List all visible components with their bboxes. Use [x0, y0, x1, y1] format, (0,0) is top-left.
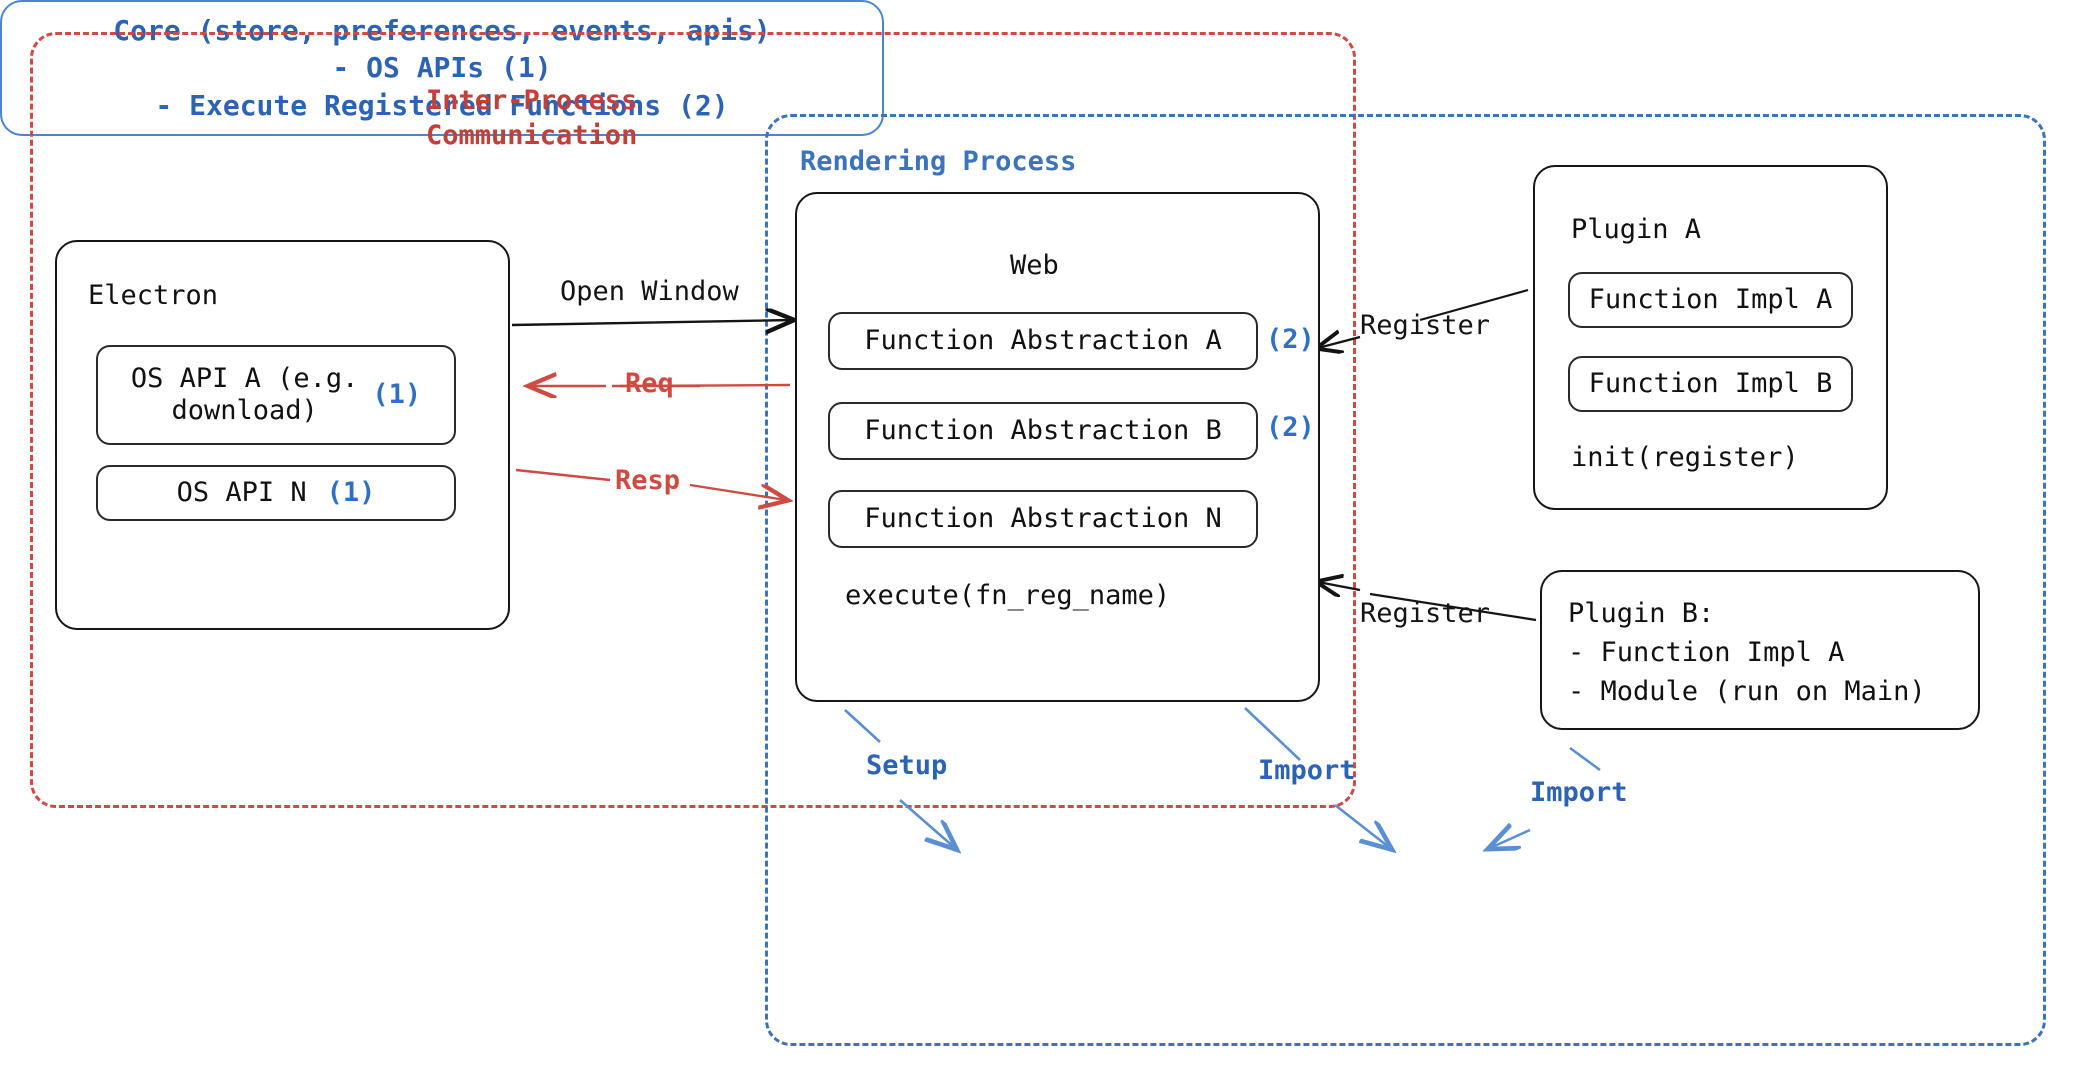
function-impl-a-box[interactable]: Function Impl A	[1568, 272, 1853, 328]
os-api-a-box[interactable]: OS API A (e.g. download) (1)	[96, 345, 456, 445]
edge-label-resp: Resp	[615, 465, 681, 496]
edge-label-open-window: Open Window	[560, 276, 739, 307]
os-api-n-box[interactable]: OS API N (1)	[96, 465, 456, 521]
edge-label-import-web: Import	[1258, 755, 1356, 786]
edge-label-req: Req	[625, 368, 674, 399]
os-api-n-marker: (1)	[326, 477, 376, 509]
ipc-group-label: Inter-Process Communication	[426, 85, 638, 151]
os-api-a-label: OS API A (e.g. download)	[130, 363, 359, 426]
plugin-a-init-label: init(register)	[1571, 442, 1799, 473]
electron-title: Electron	[88, 280, 219, 311]
function-abstraction-n-box[interactable]: Function Abstraction N	[828, 490, 1258, 548]
core-text: Core (store, preferences, events, apis) …	[113, 13, 771, 122]
plugin-b-text: Plugin B: - Function Impl A - Module (ru…	[1568, 598, 1926, 707]
function-abstraction-a-box[interactable]: Function Abstraction A	[828, 312, 1258, 370]
web-title: Web	[1010, 250, 1059, 281]
function-abstraction-b-box[interactable]: Function Abstraction B	[828, 402, 1258, 460]
plugin-a-title: Plugin A	[1571, 214, 1702, 245]
plugin-b-box[interactable]	[1540, 570, 1980, 730]
rendering-process-group-label: Rendering Process	[800, 146, 1077, 177]
edge-label-register-plugin-b: Register	[1360, 598, 1491, 629]
rendering-process-group-boundary	[765, 114, 2046, 1046]
function-impl-b-box[interactable]: Function Impl B	[1568, 356, 1853, 412]
ipc-group-boundary	[30, 32, 1356, 808]
function-abstraction-a-marker: (2)	[1266, 324, 1315, 355]
web-execute-label: execute(fn_reg_name)	[845, 580, 1171, 611]
edge-label-import-plugin-b: Import	[1530, 777, 1628, 808]
os-api-a-marker: (1)	[372, 379, 422, 411]
function-abstraction-b-marker: (2)	[1266, 412, 1315, 443]
edge-label-setup: Setup	[866, 750, 948, 781]
plugin-a-box[interactable]	[1533, 165, 1888, 510]
edge-label-register-plugin-a: Register	[1360, 310, 1491, 341]
core-box[interactable]: Core (store, preferences, events, apis) …	[0, 0, 884, 136]
os-api-n-label: OS API N	[176, 477, 307, 509]
